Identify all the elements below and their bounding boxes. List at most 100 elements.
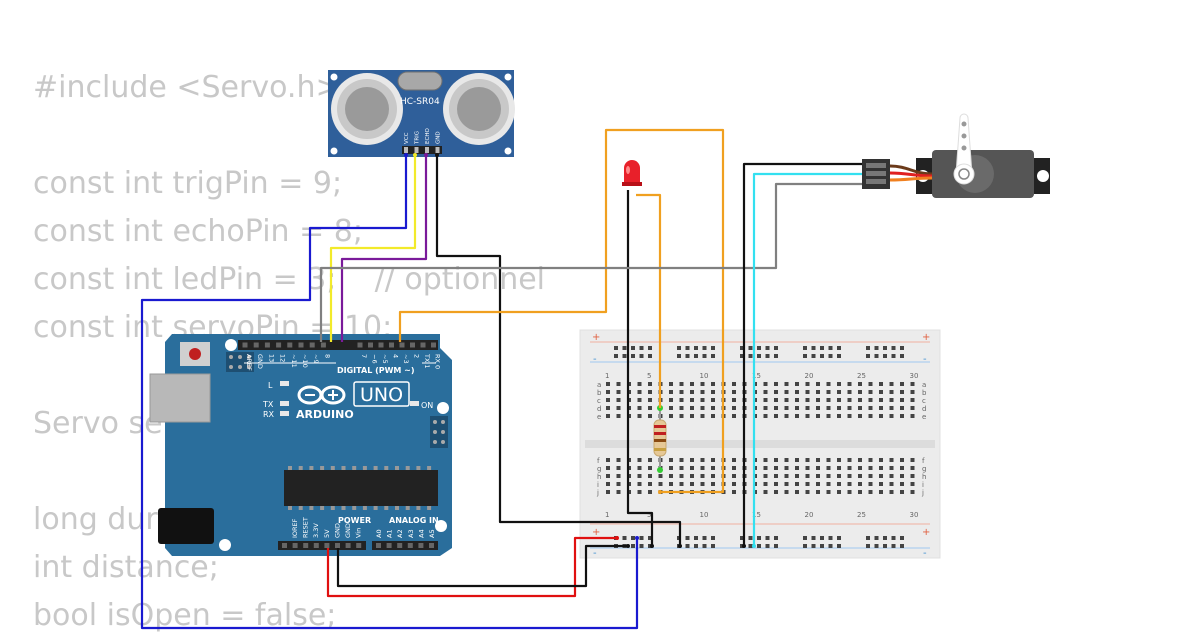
- analog-pin-label: A3: [407, 529, 415, 538]
- mount-hole-r: [437, 402, 449, 414]
- sensor-pin-label: VCC: [404, 132, 410, 144]
- rx-led: [280, 411, 289, 416]
- breadboard-row-letter: e: [597, 413, 601, 421]
- sensor-pin-label: ECHO: [425, 128, 431, 144]
- wire-vcc-blue: [140, 155, 639, 630]
- digital-pin-label: ~3: [402, 354, 410, 364]
- resistor: [653, 405, 667, 473]
- digital-pin-label: ~9: [312, 354, 320, 364]
- power-pin-label: GND: [333, 523, 341, 538]
- digital-pin-label: RX 0: [434, 354, 442, 369]
- rail-minus-tl: -: [593, 354, 597, 365]
- digital-pin-label: 8: [323, 354, 331, 358]
- servo-cable-brown: [889, 164, 933, 176]
- digital-pin-label: GND: [256, 354, 264, 369]
- led-rim: [622, 182, 642, 186]
- breadboard-row-letter: c: [922, 397, 926, 405]
- arduino-logo-icon: [297, 385, 346, 405]
- servo-cable-orange: [889, 176, 933, 182]
- wire-5v-red: [326, 536, 617, 598]
- breadboard-row-letter: i: [922, 481, 924, 489]
- breadboard: + + + + - - - - 115510101515202025253030…: [579, 329, 941, 559]
- sensor-pin-header: [402, 146, 442, 154]
- analog-pin-label: A1: [386, 529, 394, 538]
- power-pin-label: GND: [344, 523, 352, 538]
- breadboard-column-number: 25: [857, 511, 866, 519]
- wire-ledpin-orange: [398, 128, 725, 494]
- mount-hole-bl: [219, 539, 231, 551]
- on-led-label: ON: [421, 401, 433, 410]
- sensor-hole-br: [504, 147, 512, 155]
- breadboard-column-number: 20: [805, 372, 814, 380]
- sensor-hole-bl: [330, 147, 338, 155]
- breadboard-row-letter: g: [597, 465, 601, 473]
- l-led-label: L: [268, 381, 273, 390]
- sensor-pins: [404, 147, 440, 153]
- breadboard-column-number: 1: [605, 372, 609, 380]
- breadboard-column-number: 15: [752, 511, 761, 519]
- wire-servo-power-cyan: [752, 172, 862, 546]
- breadboard-center-channel: [585, 440, 935, 448]
- digital-pin-holes: [242, 342, 436, 348]
- wire-endpoints: [404, 153, 756, 548]
- breadboard-column-number: 30: [910, 511, 919, 519]
- digital-pin-label: 12: [279, 354, 287, 362]
- servo-motor: [862, 113, 1050, 198]
- digital-pin-label: ~10: [301, 354, 309, 368]
- sensor-hole-tl: [330, 73, 338, 81]
- digital-pin-label: 13: [267, 354, 275, 362]
- power-pin-label: RESET: [302, 517, 310, 538]
- code-line: Servo servo;: [33, 406, 222, 441]
- digital-pin-label: ~6: [371, 354, 379, 364]
- breadboard-row-letter: j: [596, 489, 599, 497]
- breadboard-row-letter: c: [597, 397, 601, 405]
- analog-pin-label: A4: [417, 529, 425, 538]
- code-line: const int servoPin = 10;: [33, 310, 393, 345]
- resistor-band-2: [654, 432, 666, 435]
- rail-minus-br: -: [923, 548, 927, 559]
- rail-plus-br: +: [922, 527, 930, 538]
- breadboard-row-letter: d: [922, 405, 926, 413]
- breadboard-column-number: 5: [647, 511, 651, 519]
- code-line: int distance;: [33, 550, 219, 585]
- wire-led-cathode-black: [626, 190, 654, 546]
- servo-connector-pin-3: [866, 179, 886, 184]
- resistor-endpoint-bottom: [657, 467, 663, 473]
- sensor-model-label: HC-SR04: [400, 97, 440, 107]
- power-pin-holes: [282, 543, 434, 548]
- wire-echo-purple: [340, 155, 428, 342]
- on-led: [410, 401, 419, 406]
- servo-connector-pin-1: [866, 163, 886, 168]
- servo-cable-red: [889, 171, 933, 178]
- icsp-header-left: [226, 352, 254, 372]
- analog-pin-label: A2: [396, 529, 404, 538]
- uno-badge: [353, 381, 410, 407]
- breadboard-row-letter: d: [597, 405, 601, 413]
- atmega-chip: [284, 470, 438, 506]
- analog-header-label: ANALOG IN: [389, 516, 439, 525]
- servo-horn-hole-2: [961, 133, 967, 139]
- breadboard-column-number: 15: [752, 372, 761, 380]
- digital-header: [238, 340, 438, 350]
- wire-led-anode-orange: [636, 193, 662, 408]
- wire-sensor-gnd-black: [435, 155, 682, 546]
- digital-pin-label: 4: [392, 354, 400, 358]
- resistor-band-4: [654, 448, 666, 451]
- rail-plus-tl: +: [592, 332, 600, 343]
- breadboard-row-letter: e: [922, 413, 926, 421]
- code-line: const int echoPin = 8;: [33, 214, 363, 249]
- breadboard-column-number: 10: [700, 372, 709, 380]
- power-header: [278, 541, 366, 550]
- sensor-pin-label: GND: [436, 131, 442, 144]
- analog-pin-label: A5: [428, 529, 436, 538]
- wire-trig-yellow: [329, 155, 417, 342]
- servo-screw-icon: [958, 168, 970, 180]
- digital-pin-label: 7: [360, 354, 368, 358]
